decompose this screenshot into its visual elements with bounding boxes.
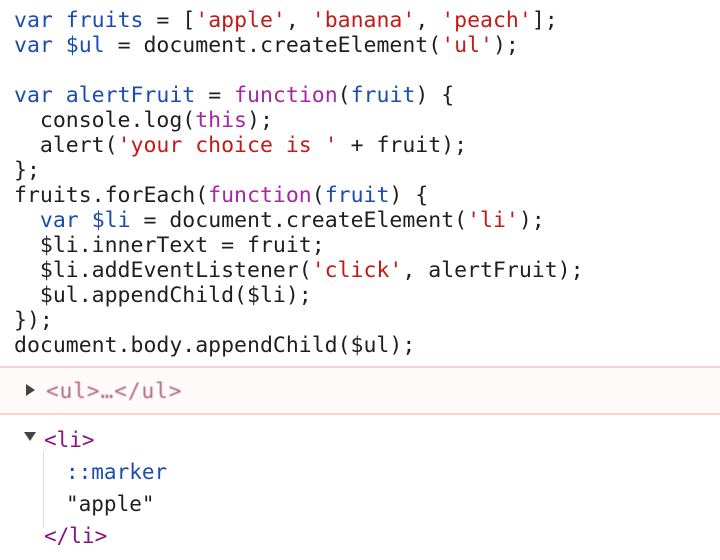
code-token: = xyxy=(195,83,235,108)
tree-guide-line xyxy=(43,450,44,528)
code-token: $li xyxy=(91,208,131,233)
code-token: function xyxy=(208,183,312,208)
code-line: $li.addEventListener('click', alertFruit… xyxy=(14,258,714,283)
code-token xyxy=(79,208,92,233)
code-token xyxy=(14,208,40,233)
code-token: var xyxy=(39,208,79,233)
code-token: var xyxy=(14,8,53,33)
separator xyxy=(0,366,720,368)
code-token xyxy=(53,33,66,58)
code-token: = [ xyxy=(143,8,196,33)
code-token: 'banana' xyxy=(311,8,416,33)
code-token: ) { xyxy=(415,83,455,108)
code-token: $ul xyxy=(65,33,105,58)
li-open-tag[interactable]: <li> xyxy=(44,428,95,452)
code-token: , xyxy=(415,8,442,33)
code-token: ) { xyxy=(389,183,429,208)
code-token: 'peach' xyxy=(441,8,532,33)
code-token: ); xyxy=(492,33,519,58)
code-token: 'li' xyxy=(467,208,519,233)
code-token: 'click' xyxy=(311,258,403,283)
code-token: $ul.appendChild($li); xyxy=(14,283,312,308)
code-token: fruit xyxy=(324,183,390,208)
code-token: , xyxy=(285,8,312,33)
code-token: ); xyxy=(518,208,545,233)
code-token: alertFruit xyxy=(65,83,196,108)
marker-pseudo-element[interactable]: ::marker xyxy=(66,460,168,484)
text-node[interactable]: "apple" xyxy=(66,492,155,516)
code-line: var $li = document.createElement('li'); xyxy=(14,208,714,233)
code-token: 'ul' xyxy=(441,33,493,58)
code-token: fruits.forEach( xyxy=(14,183,209,208)
code-token: = document.createElement( xyxy=(130,208,468,233)
code-token: fruit xyxy=(350,83,416,108)
code-line: var fruits = ['apple', 'banana', 'peach'… xyxy=(14,8,714,33)
code-line: }; xyxy=(14,158,714,183)
code-token: $li.innerText = fruit; xyxy=(14,233,325,258)
code-line: }); xyxy=(14,308,714,333)
triangle-right-icon[interactable] xyxy=(26,384,35,396)
code-token: ]; xyxy=(531,8,558,33)
code-token: var xyxy=(14,83,53,108)
code-line: document.body.appendChild($ul); xyxy=(14,333,714,358)
code-line: $ul.appendChild($li); xyxy=(14,283,714,308)
dom-node-tree: <li> ::marker "apple" </li> xyxy=(0,420,720,560)
result-preview[interactable]: <ul>…</ul> xyxy=(46,379,183,403)
code-token: 'your choice is ' xyxy=(117,133,338,158)
code-line: alert('your choice is ' + fruit); xyxy=(14,133,714,158)
code-token: fruits xyxy=(65,8,144,33)
separator xyxy=(0,413,720,415)
code-token: = document.createElement( xyxy=(104,33,442,58)
code-token: ( xyxy=(337,83,351,108)
triangle-down-icon[interactable] xyxy=(24,432,36,441)
li-close-tag[interactable]: </li> xyxy=(44,524,108,548)
code-token: }; xyxy=(14,158,40,183)
code-token: }); xyxy=(14,308,53,333)
code-token xyxy=(53,83,66,108)
code-token: alert( xyxy=(14,133,118,158)
code-token xyxy=(53,8,66,33)
code-line: console.log(this); xyxy=(14,108,714,133)
code-token: 'apple' xyxy=(195,8,286,33)
code-line: $li.innerText = fruit; xyxy=(14,233,714,258)
code-token: + fruit); xyxy=(337,133,468,158)
code-token: var xyxy=(14,33,53,58)
code-token: ); xyxy=(247,108,273,133)
code-line: var alertFruit = function(fruit) { xyxy=(14,83,714,108)
code-line xyxy=(14,58,714,83)
code-token: , alertFruit); xyxy=(402,258,584,283)
console-result-row[interactable]: <ul>…</ul> xyxy=(0,368,720,413)
console-input-code[interactable]: var fruits = ['apple', 'banana', 'peach'… xyxy=(14,8,714,358)
code-token: ( xyxy=(311,183,325,208)
code-token: this xyxy=(195,108,247,133)
code-token: document.body.appendChild($ul); xyxy=(14,333,416,358)
code-line: var $ul = document.createElement('ul'); xyxy=(14,33,714,58)
code-token: console.log( xyxy=(14,108,196,133)
code-token: function xyxy=(234,83,338,108)
code-token: $li.addEventListener( xyxy=(14,258,312,283)
code-line: fruits.forEach(function(fruit) { xyxy=(14,183,714,208)
